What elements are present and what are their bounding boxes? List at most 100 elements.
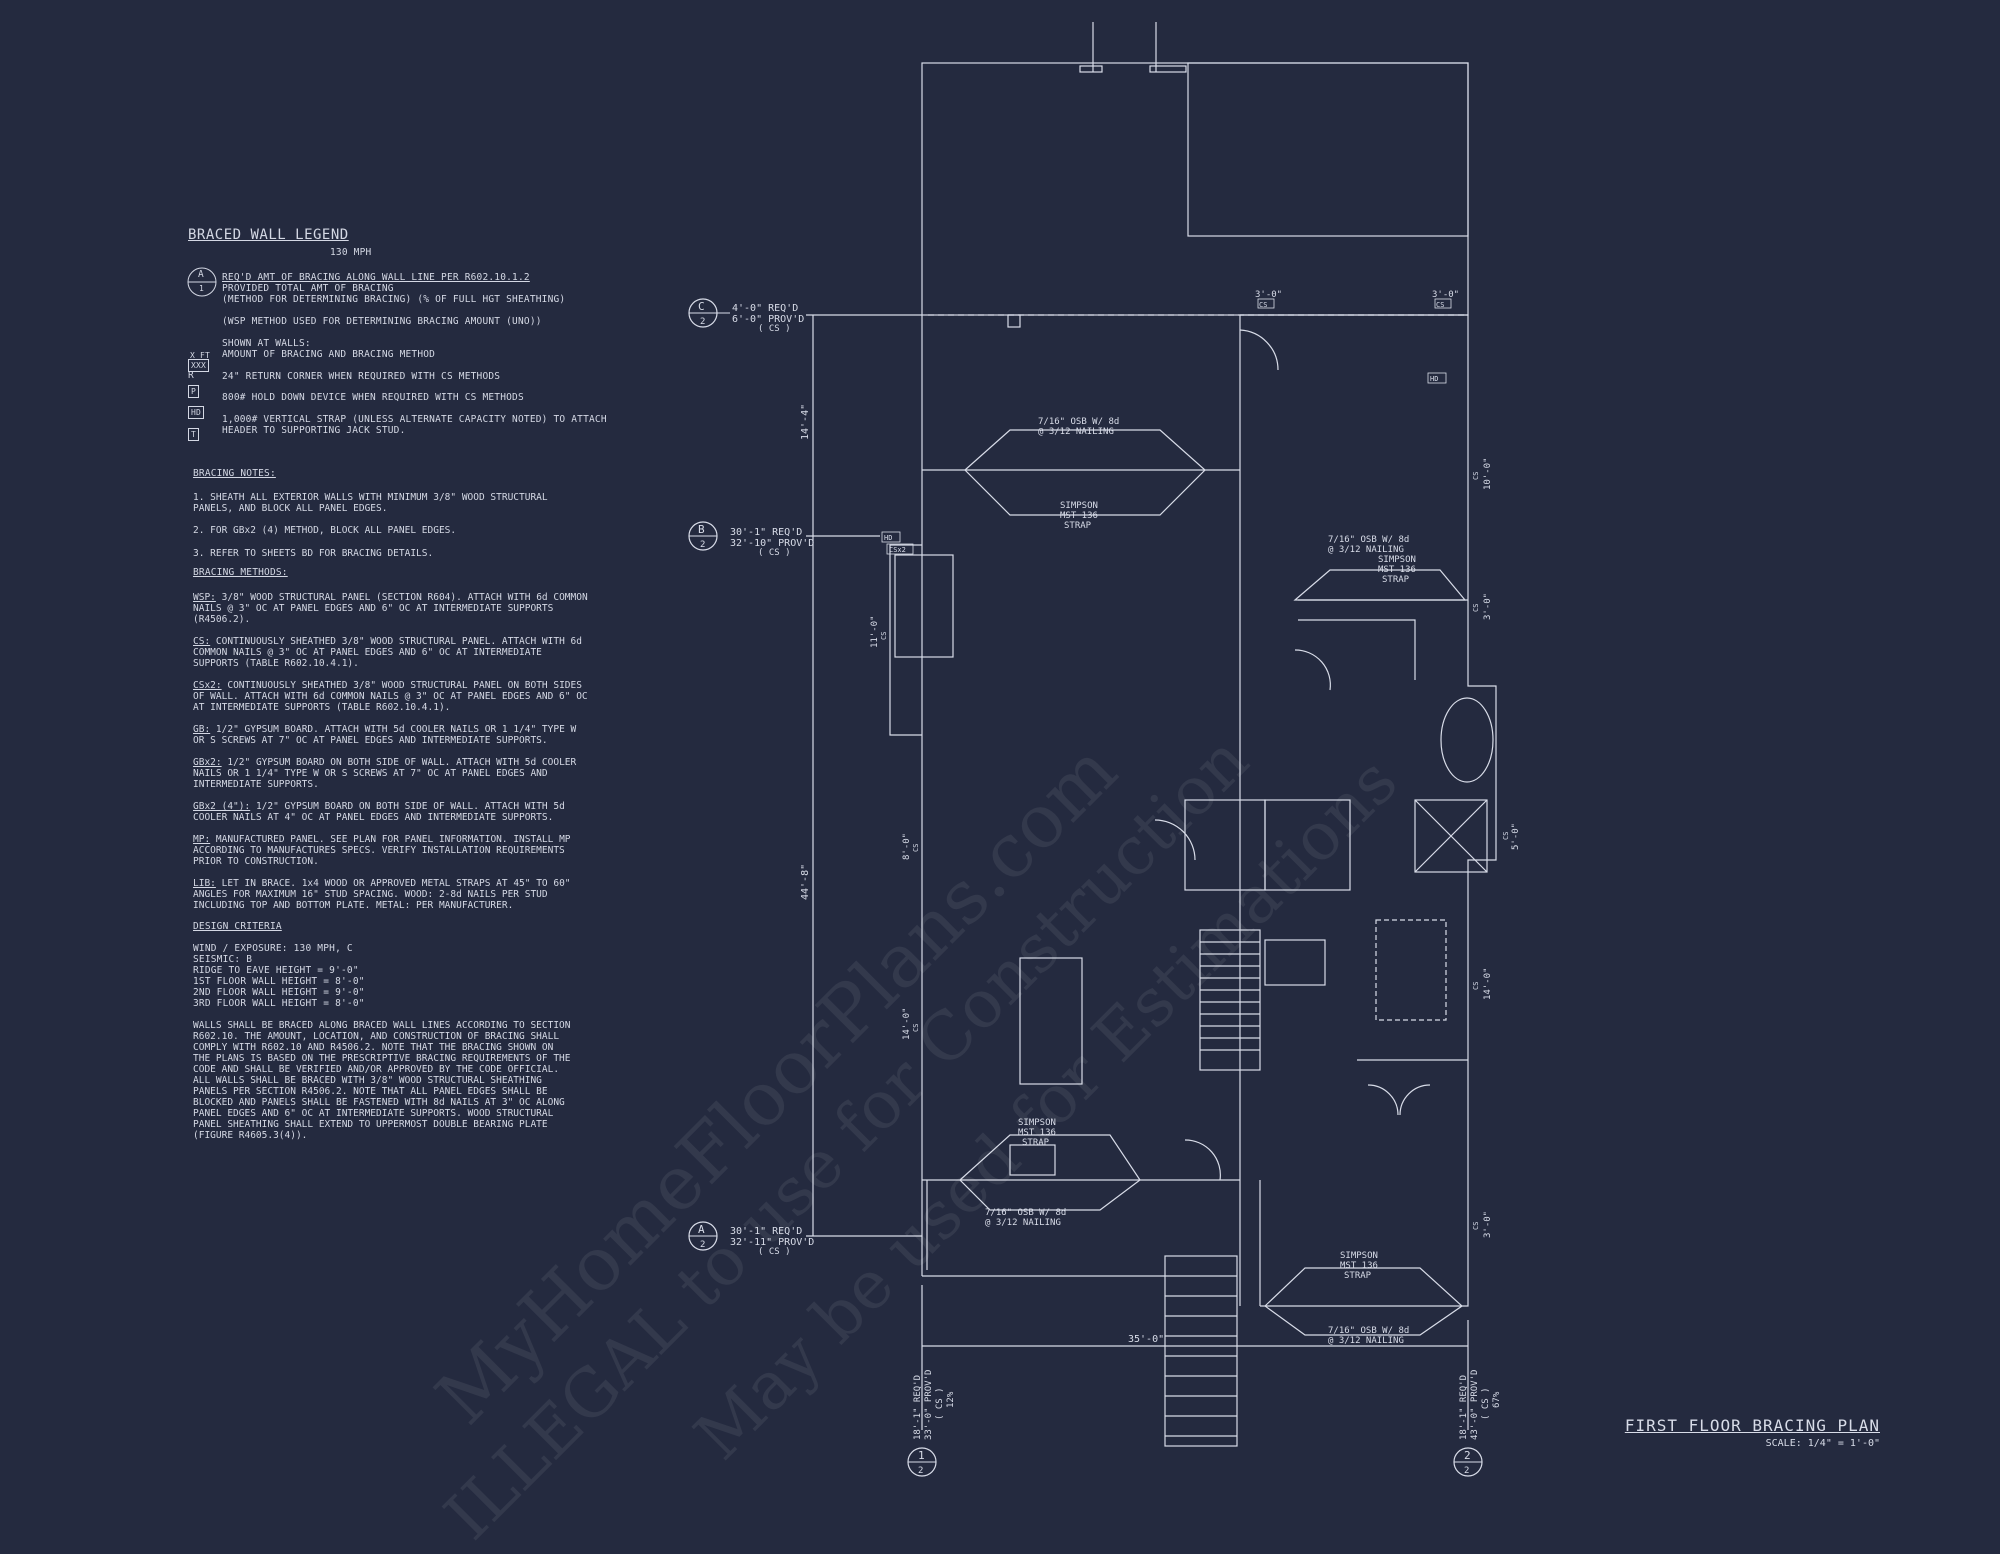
design-criteria-title: DESIGN CRITERIA xyxy=(193,921,282,932)
post-marker xyxy=(1007,314,1021,328)
bracing-mark-8-len: 11'-0" xyxy=(870,615,880,648)
method-mp-text: MANUFACTURED PANEL. SEE PLAN FOR PANEL I… xyxy=(193,834,571,867)
kitchen-sink xyxy=(1009,1144,1056,1176)
method-lib: LIB: LET IN BRACE. 1x4 WOOD OR APPROVED … xyxy=(193,878,588,911)
method-cs: CS: CONTINUOUSLY SHEATHED 3/8" WOOD STRU… xyxy=(193,636,588,669)
simpson-a-line-2: MST 136 xyxy=(1060,511,1098,521)
door-swing-1 xyxy=(1239,329,1279,371)
legend-item-hd-symbol: HD xyxy=(188,406,205,419)
legend-wall-desc: AMOUNT OF BRACING AND BRACING METHOD xyxy=(222,349,436,360)
method-gbx2-4-code: GBx2 (4"): xyxy=(193,801,251,812)
bracing-note-3: 3. REFER TO SHEETS BD FOR BRACING DETAIL… xyxy=(193,548,434,559)
osb-d-line-1: 7/16" OSB W/ 8d xyxy=(1328,1326,1409,1336)
legend-item-t-text: HEADER TO SUPPORTING JACK STUD. xyxy=(222,425,406,436)
shower xyxy=(1414,799,1488,873)
method-lib-text: LET IN BRACE. 1x4 WOOD OR APPROVED METAL… xyxy=(193,878,571,911)
osb-a-line-2: @ 3/12 NAILING xyxy=(1038,427,1114,437)
wall-line-b: B 2 30'-1" REQ'D 32'-10" PROV'D ( CS ) xyxy=(688,521,814,558)
fireplace-box xyxy=(894,554,954,658)
legend-key-symbol xyxy=(187,267,217,297)
osb-c-line-1: 7/16" OSB W/ 8d xyxy=(985,1208,1066,1218)
bracing-mark-6-len: 14'-0" xyxy=(1483,967,1493,1000)
bracing-mark-5-len: 5'-0" xyxy=(1511,823,1521,850)
wall-line-2: 2 2 18'-1" REQ'D 43'-0" PROV'D ( CS ) 67… xyxy=(1453,1370,1502,1477)
bracing-mark-1-len: 3'-0" xyxy=(1255,290,1282,300)
method-gbx2-4: GBx2 (4"): 1/2" GYPSUM BOARD ON BOTH SID… xyxy=(193,801,588,823)
stair-treads xyxy=(1200,941,1260,1051)
method-csx2-code: CSx2: xyxy=(193,680,222,691)
legend-item-r-symbol: R xyxy=(188,370,194,381)
bracing-note-1: 1. SHEATH ALL EXTERIOR WALLS WITH MINIMU… xyxy=(193,492,548,514)
legend-key-line-3: (METHOD FOR DETERMINING BRACING) (% OF F… xyxy=(222,294,566,305)
method-csx2-text: CONTINUOUSLY SHEATHED 3/8" WOOD STRUCTUR… xyxy=(193,680,588,713)
wall-line-1-method: ( CS ) xyxy=(935,1387,945,1420)
bracing-mark-7-method: CS xyxy=(1472,1222,1480,1230)
wall-line-a: A 2 30'-1" REQ'D 32'-11" PROV'D ( CS ) xyxy=(688,1221,814,1257)
hd-marker-right: HD xyxy=(1430,375,1438,383)
method-gbx2-code: GBx2: xyxy=(193,757,222,768)
bracing-mark-9-method: CS xyxy=(912,844,920,852)
design-criteria-line-1: WIND / EXPOSURE: 130 MPH, C xyxy=(193,943,353,954)
wall-line-2-pct: 67% xyxy=(1492,1391,1502,1408)
bath-shower xyxy=(1264,939,1326,986)
wall-line-b-method: ( CS ) xyxy=(758,548,791,558)
exterior-stair xyxy=(1164,1255,1238,1447)
dim-vertical-lower: 44'-8" xyxy=(800,864,811,900)
method-mp-code: MP: xyxy=(193,834,211,845)
legend-wall-symbol-box: XXX xyxy=(188,359,210,372)
hd-marker-left: HD xyxy=(884,534,892,542)
wall-line-b-prov: 32'-10" PROV'D xyxy=(730,538,814,549)
method-gb: GB: 1/2" GYPSUM BOARD. ATTACH WITH 5d CO… xyxy=(193,724,588,746)
bracing-zone-rear xyxy=(1264,1267,1463,1336)
design-criteria-line-6: 3RD FLOOR WALL HEIGHT = 8'-0" xyxy=(193,998,365,1009)
osb-b-line-2: @ 3/12 NAILING xyxy=(1328,545,1404,555)
wall-line-2-method: ( CS ) xyxy=(1481,1387,1491,1420)
wall-line-c: C 2 4'-0" REQ'D 6'-0" PROV'D ( CS ) xyxy=(688,298,804,334)
wall-line-c-num: 2 xyxy=(700,317,705,327)
wall-line-1-req: 18'-1" REQ'D xyxy=(913,1375,923,1440)
method-cs-text: CONTINUOUSLY SHEATHED 3/8" WOOD STRUCTUR… xyxy=(193,636,582,669)
fireplace-bump xyxy=(889,544,922,736)
wall-line-a-letter: A xyxy=(698,1223,705,1236)
exterior-stair-treads xyxy=(1165,1275,1237,1437)
bracing-mark-10-len: 14'-0" xyxy=(902,1007,912,1040)
osb-d-line-2: @ 3/12 NAILING xyxy=(1328,1336,1404,1346)
bracing-mark-2-method: CS xyxy=(1436,301,1444,309)
simpson-a-line-1: SIMPSON xyxy=(1060,501,1098,511)
legend-wall-symbol-top: X FT xyxy=(190,351,211,360)
simpson-d-line-2: MST 136 xyxy=(1340,1261,1378,1271)
bracing-mark-3-len: 10'-0" xyxy=(1483,457,1493,490)
wall-line-b-req: 30'-1" REQ'D xyxy=(730,527,802,538)
bracing-mark-6-method: CS xyxy=(1472,982,1480,990)
title-block: FIRST FLOOR BRACING PLAN SCALE: 1/4" = 1… xyxy=(1625,1416,1880,1449)
legend-item-p-symbol: P xyxy=(188,385,200,398)
method-gbx2-4-text: 1/2" GYPSUM BOARD ON BOTH SIDE OF WALL. … xyxy=(193,801,565,823)
primary-closet-shelf xyxy=(1298,619,1416,680)
kitchen-island xyxy=(1019,957,1083,1085)
sheet-scale: SCALE: 1/4" = 1'-0" xyxy=(1765,1438,1880,1449)
floor-plan: C 2 4'-0" REQ'D 6'-0" PROV'D ( CS ) B 2 … xyxy=(688,22,1521,1477)
osb-a-line-1: 7/16" OSB W/ 8d xyxy=(1038,417,1119,427)
legend-wind: 130 MPH xyxy=(330,247,372,258)
legend-key-line-1: REQ'D AMT OF BRACING ALONG WALL LINE PER… xyxy=(222,272,530,283)
laundry xyxy=(1264,799,1351,891)
door-swing-6 xyxy=(1367,1084,1399,1116)
simpson-d-line-3: STRAP xyxy=(1344,1271,1372,1281)
wall-line-1-num: 1 xyxy=(918,1449,925,1462)
legend-title: BRACED WALL LEGEND xyxy=(188,227,349,243)
door-swing-4 xyxy=(1184,1139,1221,1181)
dim-horizontal-bottom: 35'-0" xyxy=(1128,1334,1164,1345)
bracing-zone-upper xyxy=(964,429,1206,516)
legend-shown-at-walls: SHOWN AT WALLS: xyxy=(222,338,311,349)
wall-line-1: 1 2 18'-1" REQ'D 33'-0" PROV'D ( CS ) 12… xyxy=(907,1370,956,1477)
method-cs-code: CS: xyxy=(193,636,211,647)
legend-key-top: A xyxy=(198,269,204,280)
bracing-zone-kitchen xyxy=(959,1134,1141,1211)
sheet-title: FIRST FLOOR BRACING PLAN xyxy=(1624,1416,1880,1435)
main-wall-west xyxy=(921,315,1165,1277)
simpson-a-line-3: STRAP xyxy=(1064,521,1092,531)
method-wsp-text: 3/8" WOOD STRUCTURAL PANEL (SECTION R604… xyxy=(193,592,588,625)
bracing-methods-title: BRACING METHODS: xyxy=(193,567,288,578)
method-lib-code: LIB: xyxy=(193,878,216,889)
upper-deck-outline xyxy=(921,62,1469,316)
